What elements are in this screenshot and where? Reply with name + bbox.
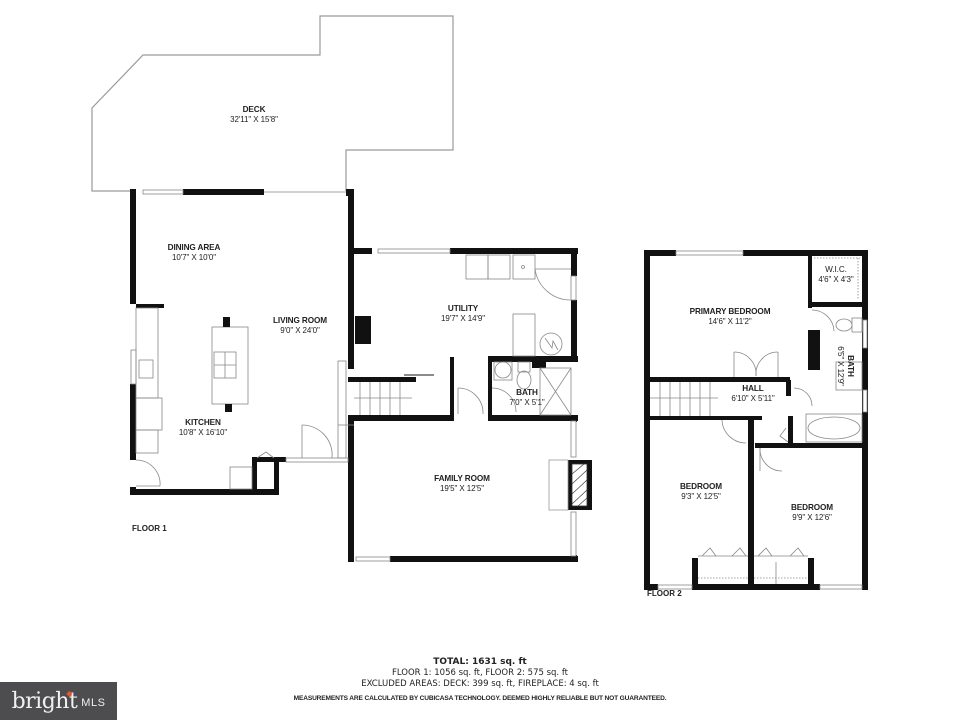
room-label-hall: HALL 6'10" X 5'11"	[731, 384, 774, 404]
room-label-wic: W.I.C. 4'6" X 4'3"	[818, 265, 853, 285]
room-name: PRIMARY BEDROOM	[689, 307, 771, 316]
room-dimensions: 6'5" X 12'9"	[836, 346, 845, 386]
floor1-windows	[130, 189, 577, 562]
fireplace	[548, 459, 588, 511]
room-name: BEDROOM	[790, 503, 834, 512]
logo-suffix: MLS	[81, 697, 106, 709]
room-dimensions: 9'3" X 12'5"	[681, 492, 721, 501]
room-dimensions: 7'0" X 5'1"	[509, 398, 545, 407]
room-dimensions: 19'5" X 12'5"	[440, 484, 484, 493]
room-name: KITCHEN	[185, 418, 221, 427]
floor2-label: FLOOR 2	[647, 589, 682, 598]
measurement-disclaimer: MEASUREMENTS ARE CALCULATED BY CUBICASA …	[293, 695, 667, 702]
room-dimensions: 4'6" X 4'3"	[818, 275, 854, 284]
room-dimensions: 10'8" X 16'10"	[178, 428, 228, 437]
room-label-bath-floor2: BATH 6'5" X 12'9"	[835, 346, 855, 386]
room-label-utility: UTILITY 19'7" X 14'9"	[441, 304, 485, 324]
room-dimensions: 32'11" X 15'8"	[230, 115, 278, 124]
bright-mls-logo: bright ◆ MLS	[0, 682, 117, 720]
room-name: BATH	[516, 388, 538, 397]
room-dimensions: 14'6" X 11'2"	[708, 317, 752, 326]
room-dimensions: 9'9" X 12'6"	[792, 513, 832, 522]
room-name: UTILITY	[447, 304, 479, 313]
room-name: DECK	[242, 105, 266, 114]
room-name: LIVING ROOM	[273, 316, 327, 325]
floor1-fixtures	[135, 254, 572, 490]
room-name: DINING AREA	[167, 243, 221, 252]
room-label-bedroom-2: BEDROOM 9'3" X 12'5"	[680, 482, 722, 502]
logo-brand: bright	[11, 688, 78, 714]
room-name: W.I.C.	[825, 265, 847, 274]
room-label-bath-floor1: BATH 7'0" X 5'1"	[509, 388, 544, 408]
room-dimensions: 19'7" X 14'9"	[441, 314, 485, 323]
floor-areas: FLOOR 1: 1056 sq. ft, FLOOR 2: 575 sq. f…	[391, 668, 569, 678]
room-label-primary-bedroom: PRIMARY BEDROOM 14'6" X 11'2"	[690, 307, 771, 327]
room-label-dining-area: DINING AREA 10'7" X 10'0"	[168, 243, 221, 263]
floor1-label: FLOOR 1	[132, 524, 167, 533]
room-dimensions: 9'0" X 24'0"	[280, 326, 320, 335]
room-dimensions: 6'10" X 5'11"	[731, 394, 775, 403]
room-name: BEDROOM	[679, 482, 723, 491]
room-name: HALL	[742, 384, 764, 393]
room-label-kitchen: KITCHEN 10'8" X 16'10"	[179, 418, 227, 438]
floor2-walls	[644, 250, 868, 590]
room-label-deck: DECK 32'11" X 15'8"	[230, 105, 278, 125]
room-label-bedroom-3: BEDROOM 9'9" X 12'6"	[791, 503, 833, 523]
total-area: TOTAL: 1631 sq. ft	[433, 657, 527, 667]
room-name: BATH	[846, 355, 855, 377]
floor2-fixtures	[650, 257, 863, 584]
room-dimensions: 10'7" X 10'0"	[172, 253, 216, 262]
deck-outline	[91, 15, 454, 192]
room-label-living-room: LIVING ROOM 9'0" X 24'0"	[273, 316, 327, 336]
room-label-family-room: FAMILY ROOM 19'5" X 12'5"	[434, 474, 490, 494]
floor2-windows	[657, 250, 868, 590]
excluded-areas: EXCLUDED AREAS: DECK: 399 sq. ft, FIREPL…	[361, 679, 599, 689]
room-name: FAMILY ROOM	[434, 474, 490, 483]
